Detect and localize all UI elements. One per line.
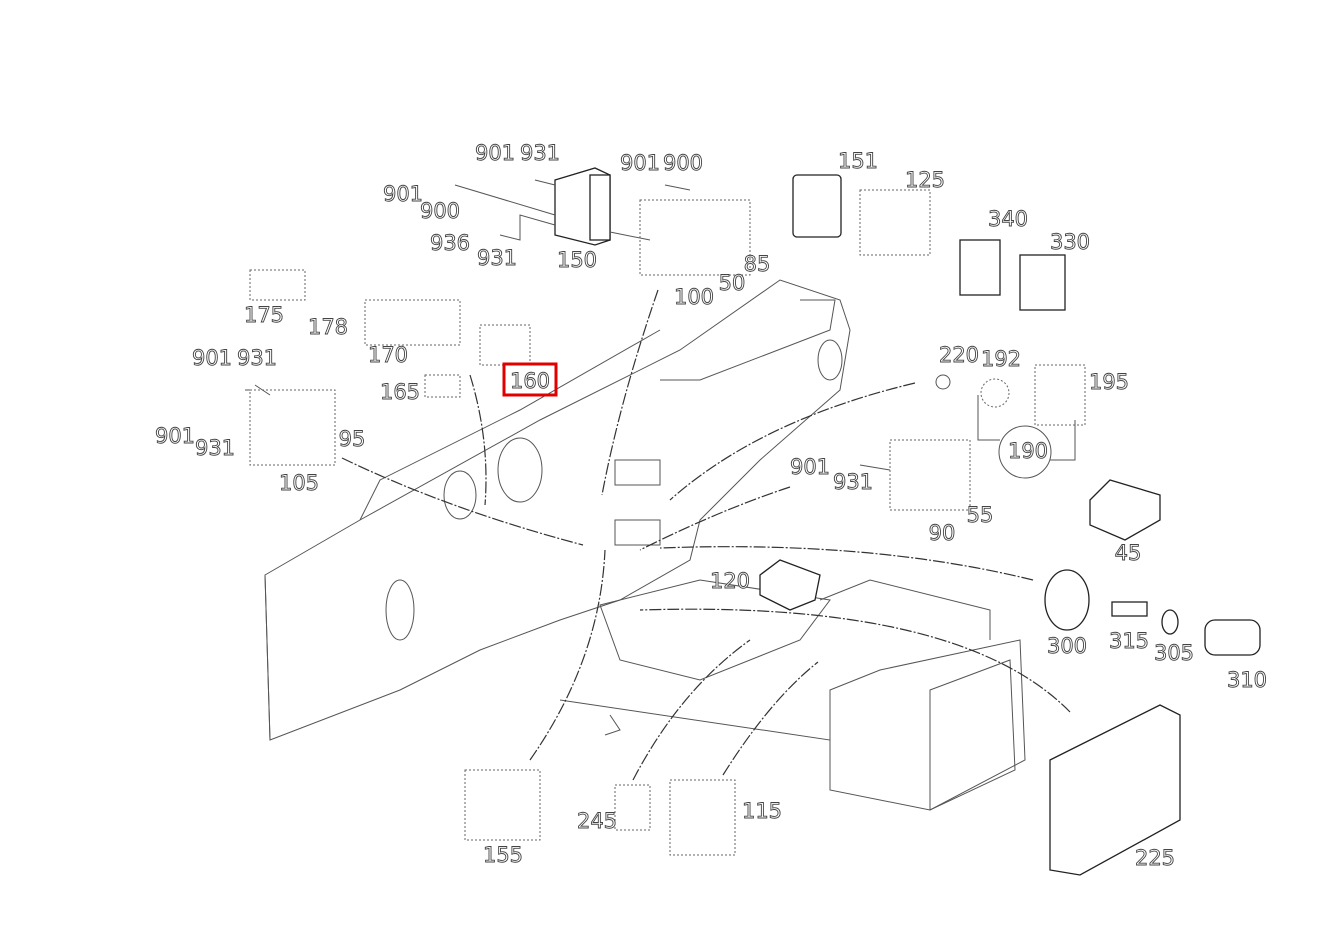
callout-label-900: 900 — [420, 199, 460, 223]
callout-label-90: 90 — [929, 521, 956, 545]
callout-label-901: 901 — [790, 455, 830, 479]
callout-label-330: 330 — [1050, 230, 1090, 254]
callout-label-225: 225 — [1135, 846, 1175, 870]
callout-label-178: 178 — [308, 315, 348, 339]
callout-label-901: 901 — [475, 141, 515, 165]
callout-label-85: 85 — [744, 252, 771, 276]
callout-label-310: 310 — [1227, 668, 1267, 692]
callout-label-45: 45 — [1115, 541, 1142, 565]
callout-label-50: 50 — [719, 271, 746, 295]
callout-label-931: 931 — [477, 246, 517, 270]
callout-label-931: 931 — [520, 141, 560, 165]
callout-label-901: 901 — [192, 346, 232, 370]
connector-plugs — [245, 179, 891, 471]
callout-label-931: 931 — [195, 436, 235, 460]
callout-label-125: 125 — [905, 168, 945, 192]
callout-label-120: 120 — [710, 569, 750, 593]
callout-label-160: 160 — [510, 369, 550, 393]
callout-label-901: 901 — [620, 151, 660, 175]
callout-label-900: 900 — [663, 151, 703, 175]
callout-label-151: 151 — [838, 149, 878, 173]
callout-label-901: 901 — [383, 182, 423, 206]
leader-arrows — [341, 289, 1071, 781]
callout-label-170: 170 — [368, 343, 408, 367]
callout-label-245: 245 — [577, 809, 617, 833]
callout-label-95: 95 — [339, 427, 366, 451]
callout-label-192: 192 — [981, 347, 1021, 371]
callout-label-340: 340 — [988, 207, 1028, 231]
callout-label-190: 190 — [1008, 439, 1048, 463]
callout-label-315: 315 — [1109, 629, 1149, 653]
dashboard-outline — [264, 279, 1026, 811]
callout-label-195: 195 — [1089, 370, 1129, 394]
callout-label-55: 55 — [967, 503, 994, 527]
callout-label-936: 936 — [430, 231, 470, 255]
callout-label-150: 150 — [557, 248, 597, 272]
callout-label-220: 220 — [939, 343, 979, 367]
callout-label-155: 155 — [483, 843, 523, 867]
parts — [245, 167, 1261, 876]
callout-label-931: 931 — [237, 346, 277, 370]
callout-label-901: 901 — [155, 424, 195, 448]
highlight-box-160 — [502, 362, 558, 397]
callout-label-931: 931 — [833, 470, 873, 494]
callout-label-305: 305 — [1154, 641, 1194, 665]
callout-label-100: 100 — [674, 285, 714, 309]
callout-label-165: 165 — [380, 380, 420, 404]
callout-label-105: 105 — [279, 471, 319, 495]
callout-label-175: 175 — [244, 303, 284, 327]
callout-label-115: 115 — [742, 799, 782, 823]
callout-label-300: 300 — [1047, 634, 1087, 658]
